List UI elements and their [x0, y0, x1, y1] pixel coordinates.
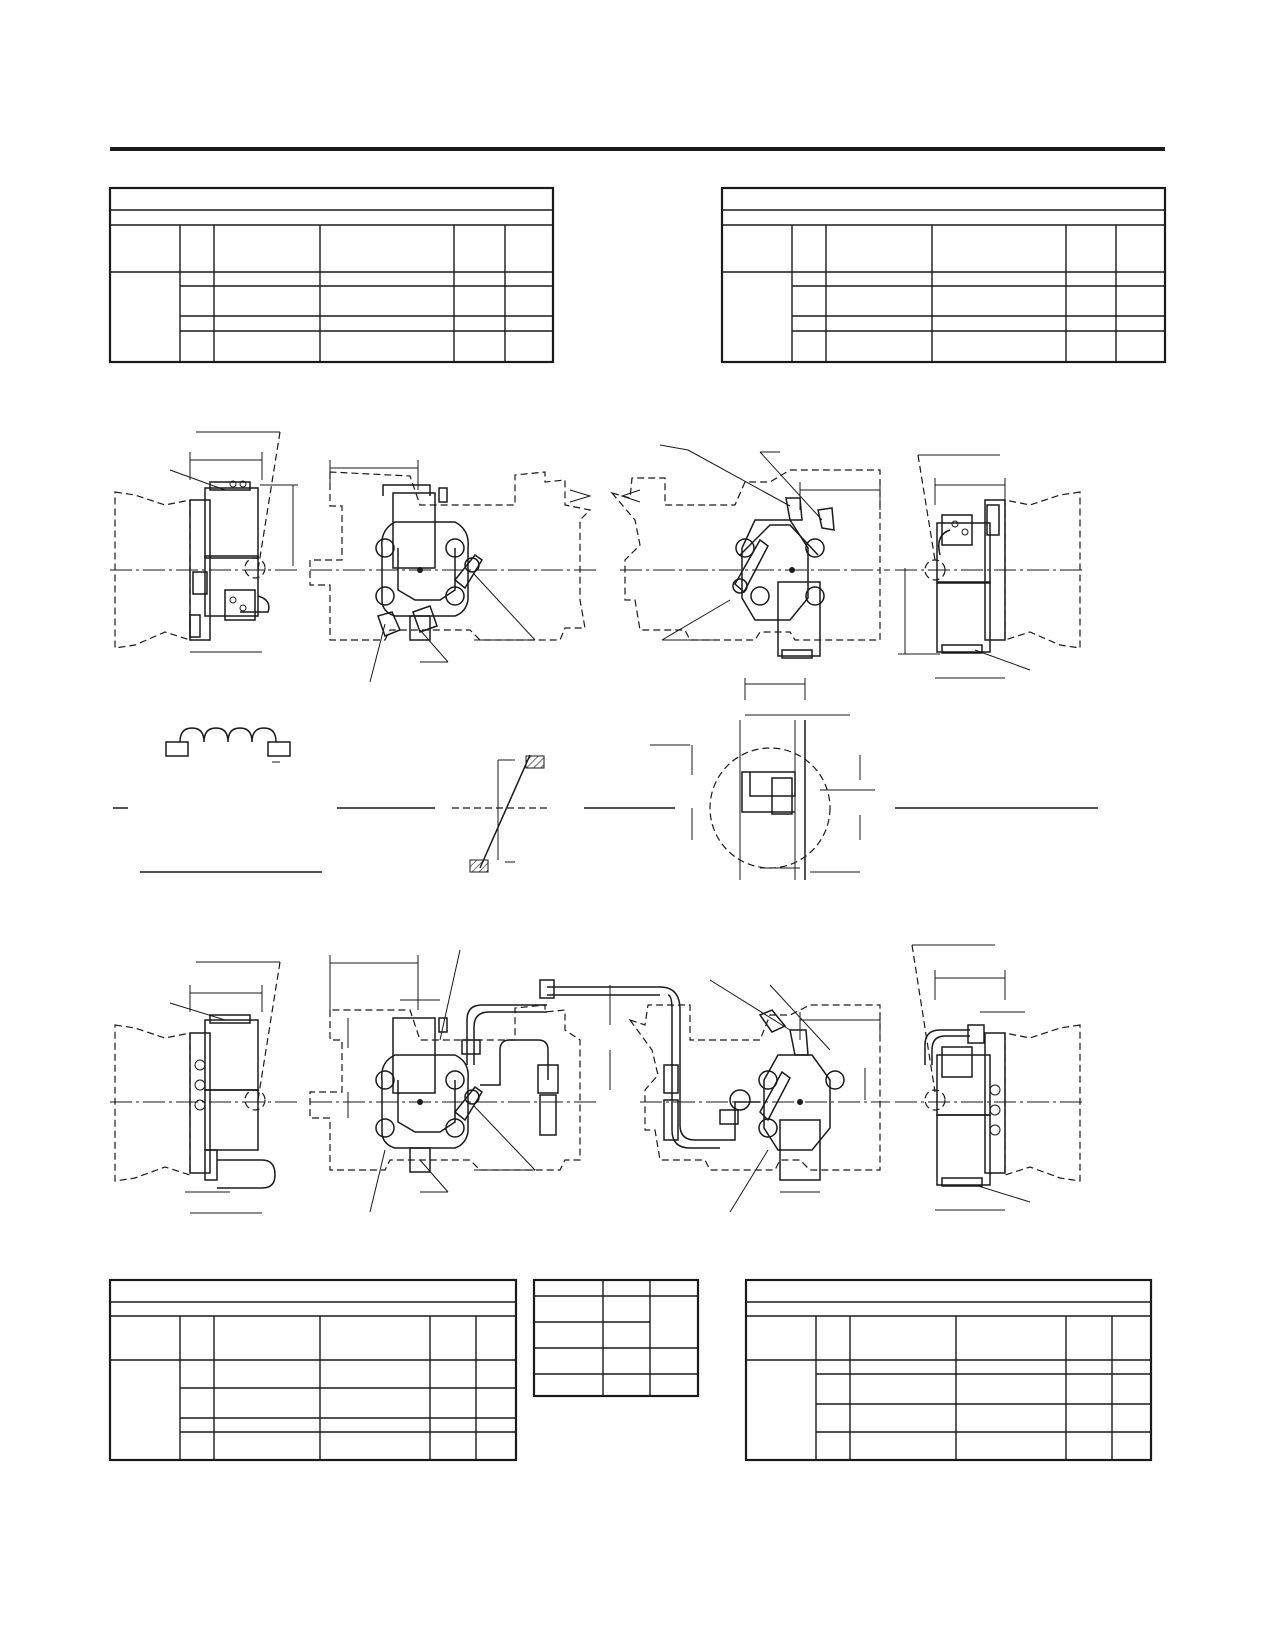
table-bottom-center — [532, 1278, 700, 1398]
front-view-right-upper — [610, 444, 890, 659]
front-view-left-upper — [309, 460, 600, 683]
flange-detail — [650, 678, 1098, 880]
step-detail — [452, 754, 675, 873]
coil-detail — [113, 727, 435, 873]
front-view-right-lower — [628, 979, 890, 1213]
side-view-left-lower — [110, 961, 300, 1214]
connecting-pipe — [547, 986, 660, 996]
side-view-right-lower — [895, 944, 1085, 1211]
table-bottom-left — [108, 1278, 518, 1462]
header-rule — [110, 147, 1165, 151]
front-view-left-lower — [309, 949, 611, 1213]
side-view-right-upper — [895, 454, 1085, 679]
side-view-left-upper — [110, 431, 300, 653]
table-bottom-right — [744, 1278, 1153, 1462]
table-top-right — [720, 186, 1167, 364]
table-top-left — [108, 186, 555, 364]
